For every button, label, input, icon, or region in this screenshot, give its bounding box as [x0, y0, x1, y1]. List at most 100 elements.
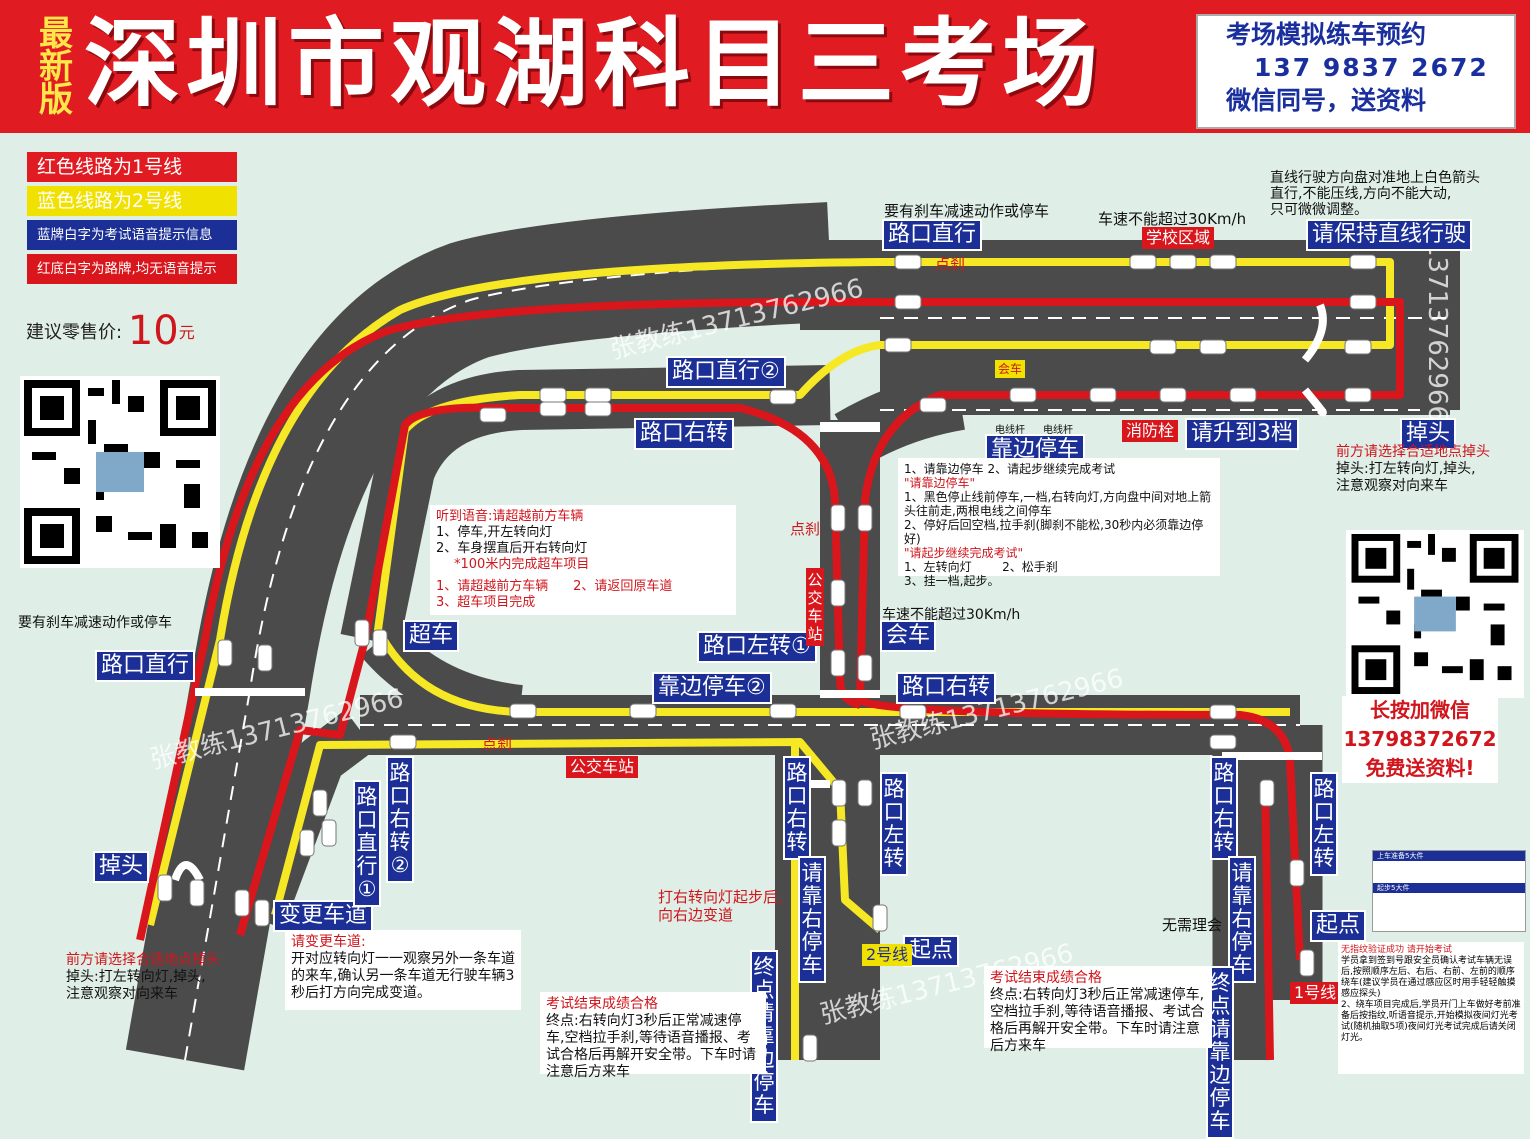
legend-blue-sign: 蓝牌白字为考试语音提示信息: [27, 220, 237, 250]
car-marker: [1344, 339, 1372, 355]
car-marker: [584, 387, 612, 403]
text-meet-small: 会车: [995, 360, 1026, 378]
car-marker: [857, 504, 873, 532]
car-marker: [234, 889, 250, 917]
note-body: 1、左转向灯 2、松手刹 3、挂一档,起步。: [904, 560, 1058, 588]
car-marker: [1344, 387, 1372, 403]
note-head: 考试结束成绩合格: [546, 996, 658, 1012]
car-marker: [257, 644, 273, 672]
car-marker: [1209, 254, 1237, 270]
note-body: 1、停车,开左转向灯 2、车身摆直后开右转向灯: [436, 525, 588, 556]
car-marker: [509, 703, 537, 719]
wechat-contact: 长按加微信 13798372672 免费送资料!: [1342, 696, 1498, 783]
contact-phone[interactable]: 13798372672: [1343, 727, 1497, 751]
text-speed-top: 车速不能超过30Km/h: [1098, 210, 1247, 228]
car-marker: [857, 779, 873, 807]
sign-upshift: 请升到3档: [1185, 418, 1299, 450]
booking-box: 考场模拟练车预约 137 9837 2672 微信同号，送资料: [1196, 14, 1516, 129]
note-body: 掉头:打左转向灯,掉头, 注意观察对向来车: [1336, 461, 1476, 494]
note-end-left: 考试结束成绩合格 终点:右转向灯3秒后正常减速停车,空档拉手刹,等待语音播报、考…: [540, 992, 766, 1080]
car-marker: [830, 649, 846, 677]
sign-right-turn-top: 路口右转: [634, 418, 735, 450]
fingerprint-panel: 无指纹验证成功 请开始考试 学员拿到签到号跟安全员确认考试车辆无误后,按照顺序左…: [1338, 942, 1524, 1074]
text-tap-brake-2: 点刹: [482, 735, 513, 753]
text-pole-2: 电线杆: [1043, 425, 1073, 436]
car-marker: [830, 504, 846, 532]
car-marker: [1169, 254, 1197, 270]
vsign-right-2: 路口右转②: [386, 756, 414, 883]
sign-bus-stop-2: 公交车站: [566, 756, 639, 778]
car-marker: [919, 397, 947, 413]
car-marker: [1259, 779, 1275, 807]
car-marker: [1089, 387, 1117, 403]
route-1-red: [136, 297, 1404, 1061]
sign-bus-stop-1: 公交车站: [806, 568, 824, 646]
newest-edition-badge: 最新版: [39, 14, 73, 120]
vsign-pull-right: 请靠右停车: [798, 856, 826, 983]
label-line-2: 2号线: [862, 944, 913, 966]
legend-red-line: 红色线路为1号线: [27, 152, 237, 182]
booking-phone[interactable]: 137 9837 2672: [1254, 53, 1489, 82]
sign-left-straight: 路口直行: [95, 650, 196, 682]
text-pole-1: 电线杆: [995, 425, 1025, 436]
note-body: 终点:右转向灯3秒后正常减速停车,空档拉手刹,等待语音播报、考试合格后再解开安全…: [546, 1013, 756, 1080]
booking-line1: 考场模拟练车预约: [1226, 20, 1427, 49]
car-marker: [189, 879, 205, 907]
note-body-steps: 1、请超越前方车辆 2、请返回原车道 3、超车项目完成: [436, 579, 673, 610]
vsign-straight-1: 路口直行①: [353, 780, 381, 907]
car-marker: [1209, 704, 1237, 720]
car-marker: [872, 904, 888, 932]
car-marker: [321, 819, 337, 847]
price-unit: 元: [178, 323, 195, 342]
note-body: 1、黑色停止线前停车,一档,右转向灯,方向盘中间对地上箭头往前走,两根电线之间停…: [904, 490, 1212, 546]
suggested-price: 建议零售价: 10元: [26, 308, 195, 354]
road-inner-curve: [340, 365, 831, 647]
car-marker: [584, 401, 612, 417]
text-ignore: 无需理会: [1162, 916, 1223, 934]
car-marker: [1159, 387, 1187, 403]
watermark: 13713762966: [1422, 240, 1452, 422]
car-marker: [312, 789, 328, 817]
car-marker: [831, 819, 847, 847]
sign-overtake: 超车: [403, 620, 460, 652]
car-marker: [831, 779, 847, 807]
sign-u-turn-left: 掉头: [93, 851, 150, 883]
text-tap-brake-3: 点刹: [935, 255, 966, 273]
note-head: 前方请选择合适地点掉头: [66, 952, 220, 968]
u-turn-arrows: [171, 303, 1327, 882]
text-tap-brake: 点刹: [790, 520, 821, 538]
car-marker: [802, 1034, 818, 1062]
car-marker: [479, 407, 507, 423]
car-marker: [884, 337, 912, 353]
car-marker: [1289, 859, 1305, 887]
car-marker: [1199, 339, 1227, 355]
note-body-highlight: *100米内完成超车项目: [454, 557, 590, 572]
sign-meet-car: 会车: [880, 620, 937, 652]
car-marker: [299, 829, 315, 857]
sign-straight-2: 路口直行②: [666, 356, 786, 388]
fp-body: 学员拿到签到号跟安全员确认考试车辆无误后,按照顺序左后、右后、右前、左前的顺序绕…: [1341, 956, 1521, 1043]
sign-left-turn-1: 路口左转①: [697, 631, 817, 663]
car-marker: [769, 389, 797, 405]
car-marker: [157, 874, 173, 902]
price-label: 建议零售价:: [26, 322, 123, 343]
car-marker: [254, 899, 270, 927]
car-marker: [539, 387, 567, 403]
car-marker: [1299, 949, 1315, 977]
qr-code-right[interactable]: [1346, 530, 1524, 698]
qr-code-left[interactable]: [20, 376, 220, 568]
info-panel: 上车准备5大件 起步5大件: [1372, 850, 1526, 932]
car-marker: [217, 639, 233, 667]
price-value: 10: [127, 308, 179, 354]
car-marker: [629, 703, 657, 719]
text-right-signal: 打右转向灯起步后, 向右边变道: [658, 888, 783, 924]
cars: [157, 254, 1377, 1062]
info-row-2: 起步5大件: [1373, 883, 1525, 893]
contact-line1: 长按加微信: [1370, 698, 1470, 722]
car-marker: [894, 294, 922, 310]
sign-top-straight: 路口直行: [882, 219, 983, 251]
note-change-lane: 请变更车道: 开对应转向灯一一观察另外一条车道的来车,确认另一条车道无行驶车辆3…: [285, 930, 521, 1010]
text-speed-mid: 车速不能超过30Km/h: [882, 607, 1021, 623]
sign-pull-over-2: 靠边停车②: [652, 672, 772, 704]
sign-keep-straight: 请保持直线行驶: [1306, 219, 1473, 251]
